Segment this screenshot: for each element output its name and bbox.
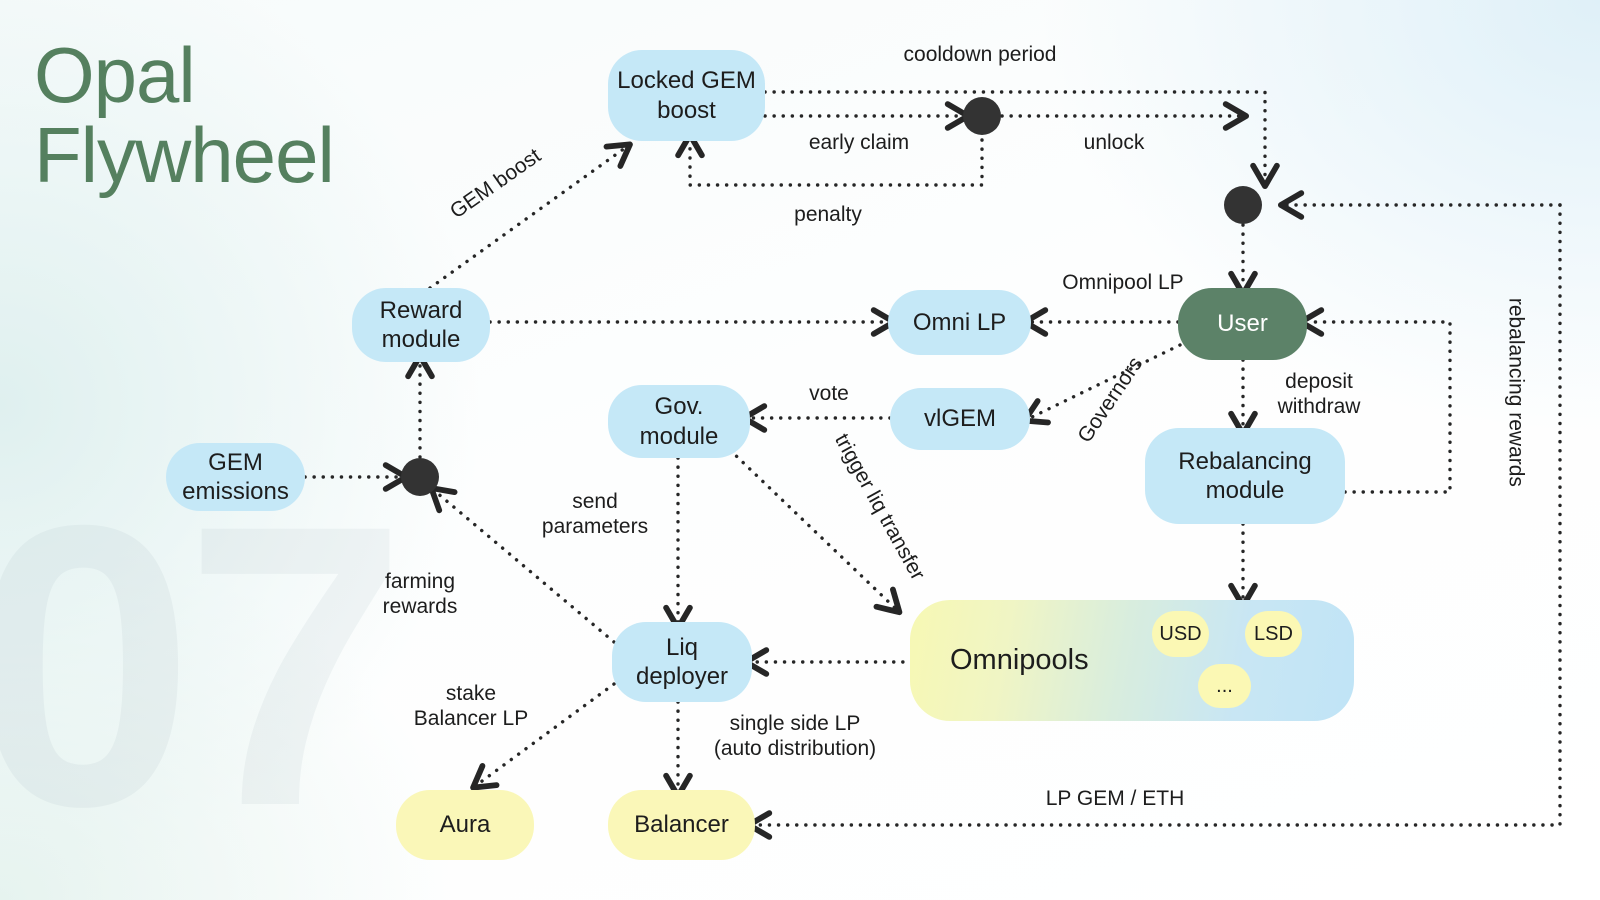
edge-label-deposit-withdraw: deposit withdraw [1277, 370, 1361, 418]
node-gem-emissions[interactable]: GEM emissions [166, 443, 305, 511]
node-user[interactable]: User [1178, 288, 1307, 360]
node-vlgem[interactable]: vlGEM [890, 388, 1030, 450]
page-title: Opal Flywheel [34, 31, 335, 199]
pool-chip-lsd[interactable]: LSD [1245, 611, 1302, 657]
pool-chip-more[interactable]: ... [1198, 664, 1251, 708]
edge-label-farming-rewards: farming rewards [382, 570, 458, 618]
edge-label-stake-balancer-lp: stake Balancer LP [413, 682, 529, 730]
edge-label-early-claim: early claim [808, 131, 910, 154]
node-omni-lp[interactable]: Omni LP [888, 290, 1031, 355]
pool-chip-usd[interactable]: USD [1152, 611, 1209, 657]
edge-label-unlock: unlock [1083, 131, 1145, 154]
node-balancer[interactable]: Balancer [608, 790, 755, 860]
edge-label-rebalancing-rewards: rebalancing rewards [1504, 297, 1528, 487]
junction-dot-user-inflow [1224, 186, 1262, 224]
node-gov-module[interactable]: Gov. module [608, 385, 750, 458]
node-reward-module[interactable]: Reward module [352, 288, 490, 362]
junction-dot-early-claim [963, 97, 1001, 135]
edge-label-gem-boost: GEM boost [445, 144, 546, 224]
edge-label-cooldown-period: cooldown period [903, 43, 1057, 66]
edge-label-send-parameters: send parameters [541, 490, 649, 538]
edge-label-penalty: penalty [794, 203, 862, 226]
node-locked-gem-boost[interactable]: Locked GEM boost [608, 50, 765, 141]
edge-label-vote: vote [809, 382, 849, 405]
background-watermark-number: 07 [0, 442, 407, 889]
node-liq-deployer[interactable]: Liq deployer [612, 622, 752, 702]
edge-label-lp-gem-eth: LP GEM / ETH [1045, 787, 1185, 810]
edge-label-omnipool-lp: Omnipool LP [1062, 271, 1184, 294]
junction-dot-reward-inflow [401, 458, 439, 496]
node-rebalancing-module[interactable]: Rebalancing module [1145, 428, 1345, 524]
edge-label-governors: Governors [1073, 352, 1148, 447]
node-aura[interactable]: Aura [396, 790, 534, 860]
edge-label-single-side-lp: single side LP (auto distribution) [713, 712, 877, 760]
